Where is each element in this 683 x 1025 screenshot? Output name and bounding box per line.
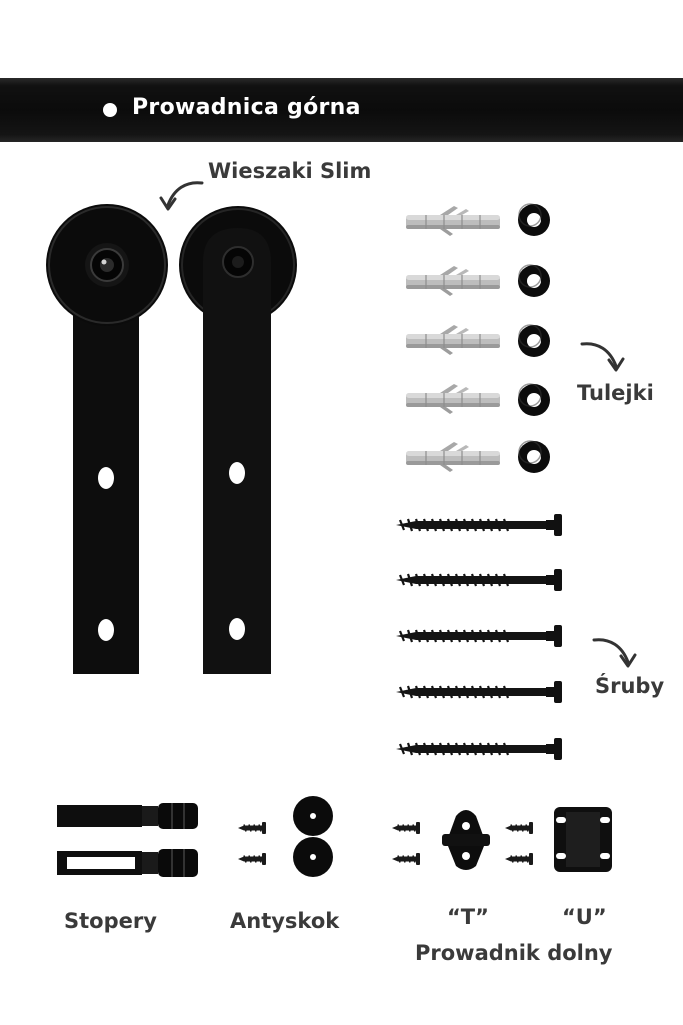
label-floor-guide: Prowadnik dolny bbox=[415, 941, 613, 965]
stopper-top bbox=[57, 803, 198, 829]
bullet-icon bbox=[103, 103, 117, 117]
label-hangers: Wieszaki Slim bbox=[208, 159, 372, 183]
stopper-bottom bbox=[57, 849, 198, 877]
floor-guide-t bbox=[442, 810, 490, 870]
arrow-sleeves-icon bbox=[580, 342, 625, 372]
arrow-hangers-icon bbox=[159, 181, 204, 211]
floor-guide-u bbox=[554, 807, 612, 872]
label-sleeves: Tulejki bbox=[577, 381, 654, 405]
anti-jump-screws bbox=[237, 821, 267, 866]
hanger-slim-back bbox=[179, 206, 297, 674]
label-stoppers: Stopery bbox=[64, 909, 157, 933]
hanger-slim-front bbox=[46, 204, 168, 674]
anti-jump-discs bbox=[293, 796, 333, 877]
guide-t-screws bbox=[391, 821, 421, 866]
arrow-screws-icon bbox=[592, 638, 637, 668]
label-screws: Śruby bbox=[595, 674, 665, 698]
sleeve-rings bbox=[517, 203, 551, 474]
guide-u-screws bbox=[504, 821, 534, 866]
label-anti-jump: Antyskok bbox=[230, 909, 340, 933]
wall-anchors bbox=[405, 205, 501, 473]
lag-screws bbox=[394, 512, 564, 762]
label-guide-u: “U” bbox=[562, 905, 607, 929]
label-guide-t: “T” bbox=[447, 905, 489, 929]
rail-title: Prowadnica górna bbox=[132, 95, 361, 120]
